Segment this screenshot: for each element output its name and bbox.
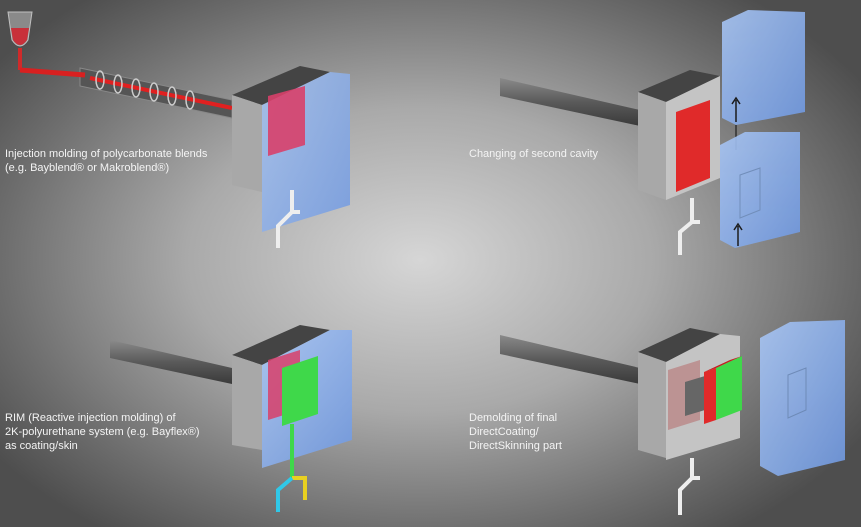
hopper-icon [7, 11, 33, 70]
cavity-blue [760, 320, 845, 476]
step4-caption: Demolding of final DirectCoating/ Direct… [469, 411, 562, 453]
caption-line: (e.g. Bayblend® or Makroblend®) [5, 162, 170, 174]
step3-rim [110, 325, 352, 512]
step4-demolding [500, 320, 845, 515]
caption-line: as coating/skin [5, 440, 78, 452]
caption-line: Demolding of final [469, 412, 558, 424]
injection-unit [110, 340, 232, 384]
mold-block [232, 66, 330, 192]
step3-caption: RIM (Reactive injection molding) of 2K-p… [5, 411, 200, 453]
polycarbonate-part [268, 86, 305, 156]
step1-injection-molding [7, 11, 350, 248]
caption-line: Changing of second cavity [469, 148, 599, 160]
caption-line: RIM (Reactive injection molding) of [5, 412, 176, 424]
step1-caption: Injection molding of polycarbonate blend… [5, 147, 207, 175]
injection-unit [500, 335, 640, 384]
injection-screw [19, 67, 233, 119]
polycarbonate-part [676, 100, 710, 192]
caption-line: 2K-polyurethane system (e.g. Bayflex®) [5, 426, 200, 438]
caption-line: Injection molding of polycarbonate blend… [5, 148, 208, 160]
polycarbonate-part [704, 368, 716, 424]
polyurethane-part [282, 356, 318, 426]
runner-channel [276, 190, 300, 248]
step2-cavity-change [500, 10, 805, 255]
step2-caption: Changing of second cavity [469, 147, 598, 161]
arrow-up-icon [733, 222, 743, 246]
injection-unit [500, 78, 640, 126]
cavity-upper [722, 10, 805, 150]
polyurethane-part [716, 356, 742, 420]
cavity-lower [720, 132, 800, 248]
caption-line: DirectCoating/ [469, 426, 539, 438]
caption-line: DirectSkinning part [469, 440, 562, 452]
arrow-up-icon [731, 96, 741, 122]
